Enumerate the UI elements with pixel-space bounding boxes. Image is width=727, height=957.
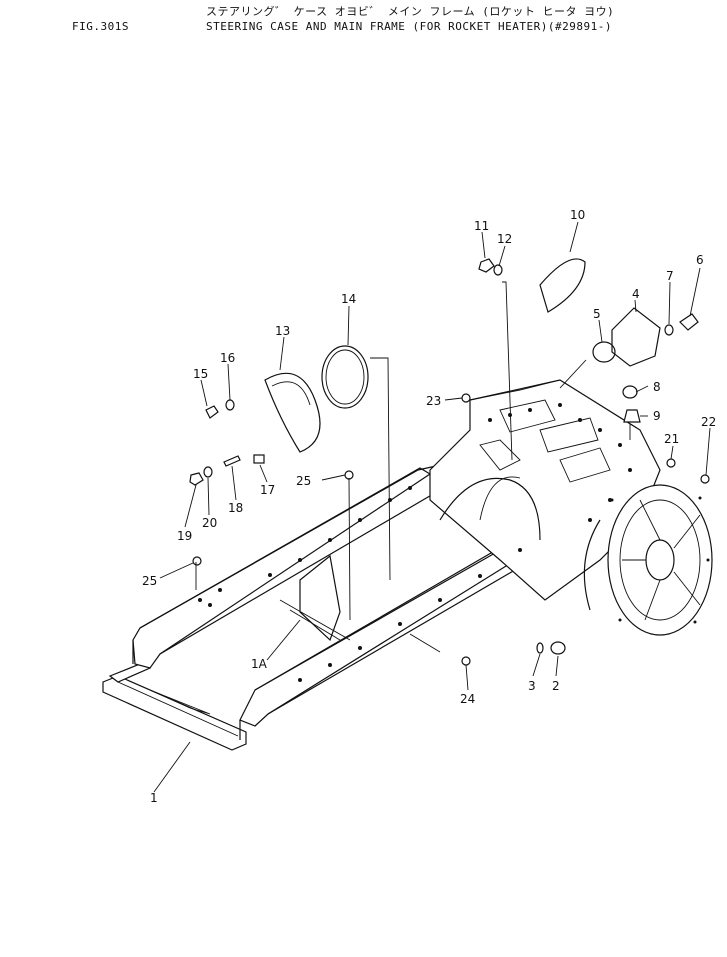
callout-14: 14 — [341, 292, 356, 306]
callout-17: 17 — [260, 483, 275, 497]
callout-10: 10 — [570, 208, 585, 222]
callout-1a: 1A — [251, 657, 268, 671]
figure-number: FIG.301S — [72, 20, 129, 33]
callout-12: 12 — [497, 232, 512, 246]
callout-23: 23 — [426, 394, 441, 408]
callout-19: 19 — [177, 529, 192, 543]
callout-20: 20 — [202, 516, 217, 530]
callout-24: 24 — [460, 692, 475, 706]
main-frame — [102, 379, 661, 751]
title-japanese: ステアリング゛ ケース オヨビ゛ メイン フレーム (ロケット ヒータ ヨウ) — [206, 5, 615, 18]
callout-6: 6 — [696, 253, 704, 267]
callout-4: 4 — [632, 287, 640, 301]
callout-22: 22 — [701, 415, 716, 429]
callout-13: 13 — [275, 324, 290, 338]
callout-25-lower: 25 — [142, 574, 157, 588]
callout-16: 16 — [220, 351, 235, 365]
callout-18: 18 — [228, 501, 243, 515]
callout-1: 1 — [150, 791, 158, 805]
callout-3: 3 — [528, 679, 536, 693]
callout-21: 21 — [664, 432, 679, 446]
callout-5: 5 — [593, 307, 601, 321]
final-drive-housing — [583, 484, 713, 636]
leader-lines — [153, 221, 711, 793]
callout-8: 8 — [653, 380, 661, 394]
callout-2: 2 — [552, 679, 560, 693]
callout-labels: 1 1A 2 3 4 5 6 7 8 9 10 11 12 13 14 15 1… — [142, 208, 716, 805]
callout-7: 7 — [666, 269, 674, 283]
callout-15: 15 — [193, 367, 208, 381]
callout-11: 11 — [474, 219, 489, 233]
callout-25-upper: 25 — [296, 474, 311, 488]
callout-9: 9 — [653, 409, 661, 423]
title-english: STEERING CASE AND MAIN FRAME (FOR ROCKET… — [206, 20, 612, 33]
